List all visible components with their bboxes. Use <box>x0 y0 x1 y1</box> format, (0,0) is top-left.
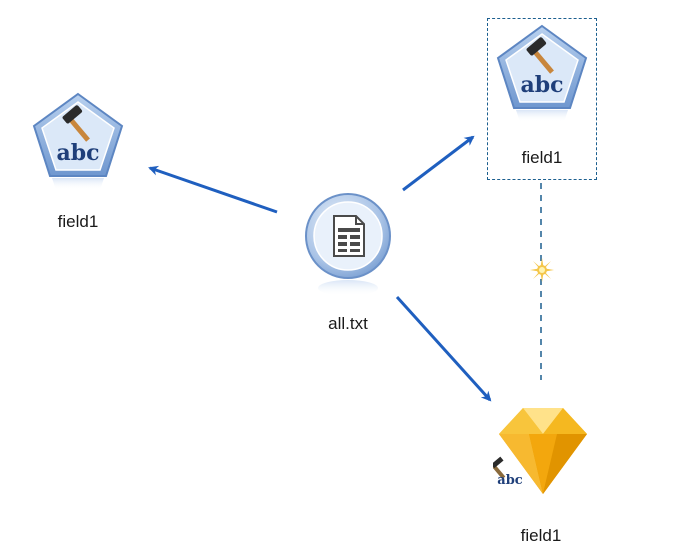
derive-abc-hammer-icon: abc <box>496 24 588 122</box>
model-node-bottom-label: field1 <box>520 526 562 545</box>
derive-abc-hammer-icon: abc <box>32 92 124 190</box>
source-node-label: all.txt <box>328 314 368 333</box>
derive-node-left-label: field1 <box>57 212 99 231</box>
document-table-icon <box>305 193 391 296</box>
sparkle-icon <box>530 258 554 282</box>
link-source-to-model[interactable] <box>395 295 492 402</box>
svg-text:abc: abc <box>56 140 99 166</box>
gold-gem-model-icon: abc <box>493 408 587 494</box>
link-source-to-derive-top[interactable] <box>402 135 475 192</box>
selection-box <box>487 18 597 180</box>
derive-node-top-label: field1 <box>521 148 563 167</box>
link-source-to-derive-left[interactable] <box>148 165 278 214</box>
svg-text:abc: abc <box>520 72 563 98</box>
svg-text:abc: abc <box>497 473 523 488</box>
